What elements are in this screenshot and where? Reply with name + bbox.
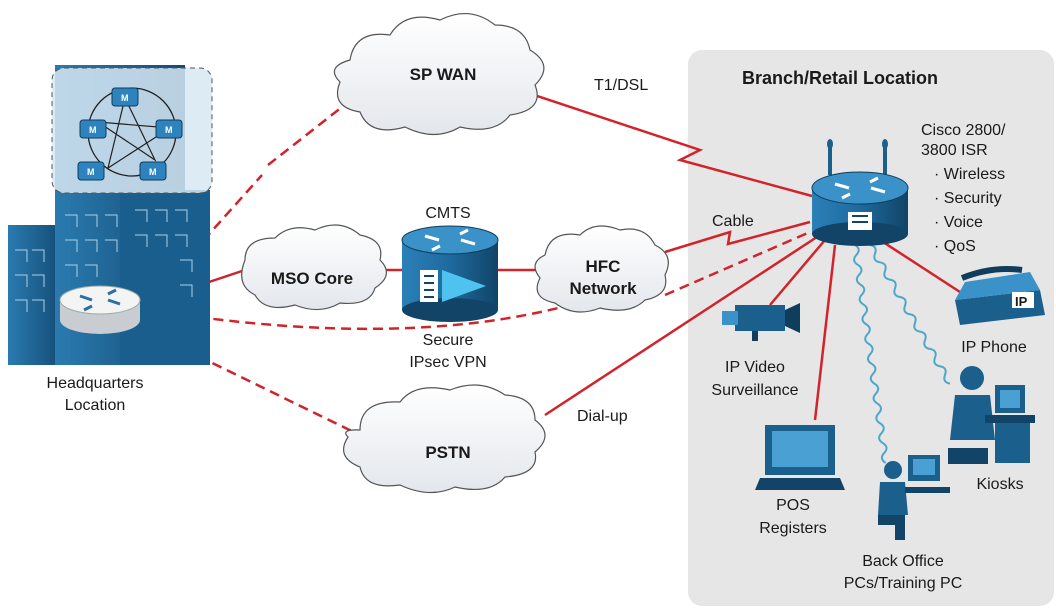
hq-to-spwan-dashed-link-2	[267, 84, 371, 166]
vpn-tunnel-dashed-link	[149, 303, 571, 331]
feature-item: · QoS	[934, 238, 976, 255]
dialup-link	[544, 233, 821, 417]
ip-phone-label: IP Phone	[961, 339, 1027, 356]
ip-phone-icon	[955, 266, 1045, 325]
ip-video-camera-icon	[722, 303, 800, 341]
camera-label-line2: Surveillance	[711, 382, 798, 399]
wireless-coil-backoffice	[853, 244, 888, 464]
back-office-pc-icon	[878, 455, 950, 540]
dialup-label: Dial-up	[577, 408, 628, 425]
hfc-label-line1: HFC	[586, 257, 621, 276]
feature-item: · Security	[934, 190, 1002, 207]
kiosks-label: Kiosks	[976, 476, 1023, 493]
feature-item: · Wireless	[934, 166, 1005, 183]
pos-label-line2: Registers	[759, 520, 827, 537]
ip-phone-badge: IP	[1015, 294, 1028, 309]
router-label-line2: 3800 ISR	[921, 142, 988, 159]
pstn-cloud	[342, 384, 546, 494]
hq-label-line2: Location	[65, 397, 126, 414]
pos-register-icon	[755, 425, 845, 490]
svg-text:M: M	[121, 93, 129, 103]
mso-core-label: MSO Core	[271, 269, 353, 288]
wireless-coil-kiosks	[869, 244, 951, 385]
wireless-links	[853, 244, 951, 464]
cmts-label: CMTS	[425, 205, 470, 222]
svg-text:M: M	[87, 167, 95, 177]
branch-router-icon	[811, 139, 909, 246]
pstn-label: PSTN	[425, 443, 470, 462]
cmts-device-icon	[401, 225, 499, 322]
cable-label: Cable	[712, 213, 754, 230]
sp-wan-cloud	[333, 13, 545, 136]
backoffice-label-line2: PCs/Training PC	[844, 575, 963, 592]
branch-title: Branch/Retail Location	[742, 68, 938, 88]
router-label-line1: Cisco 2800/	[921, 122, 1006, 139]
cable-link	[664, 220, 811, 254]
t1dsl-label: T1/DSL	[594, 77, 648, 94]
hq-router-icon	[59, 285, 141, 334]
pos-label-line1: POS	[776, 497, 810, 514]
router-to-camera-link	[769, 239, 826, 306]
svg-text:M: M	[89, 125, 97, 135]
sp-wan-label: SP WAN	[410, 65, 477, 84]
feature-item: · Voice	[934, 214, 983, 231]
hfc-network-cloud	[534, 225, 669, 313]
hfc-label-line2: Network	[569, 279, 637, 298]
headquarters-building: M M M M M	[8, 65, 213, 365]
backoffice-label-line1: Back Office	[862, 553, 944, 570]
kiosk-icon	[948, 366, 1035, 464]
hq-label-line1: Headquarters	[47, 375, 144, 392]
router-to-phone-link	[879, 238, 961, 294]
t1dsl-link	[494, 80, 813, 198]
camera-label-line1: IP Video	[725, 359, 785, 376]
hq-switch-icons	[77, 87, 183, 181]
vpn-label-line2: IPsec VPN	[409, 354, 486, 371]
router-to-pos-link	[813, 244, 837, 421]
vpn-label-line1: Secure	[423, 332, 474, 349]
hq-mesh-box	[51, 67, 213, 194]
svg-text:M: M	[165, 125, 173, 135]
svg-text:M: M	[149, 167, 157, 177]
mso-core-cloud	[241, 224, 387, 311]
hfc-to-router-dashed-link	[664, 230, 811, 297]
